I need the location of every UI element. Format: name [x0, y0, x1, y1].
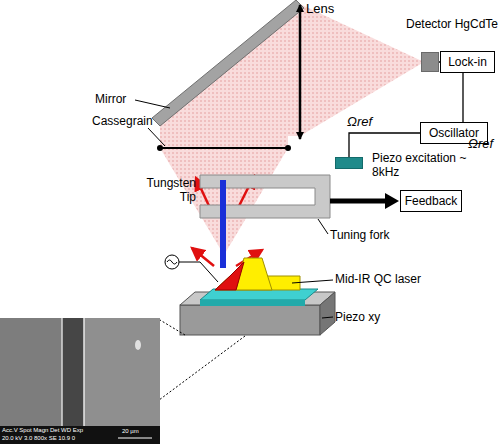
lens [299, 5, 302, 139]
part-label: Tungsten Tip [140, 176, 196, 204]
tuning-fork [200, 175, 330, 218]
sem-image [0, 318, 160, 444]
signal-wire [462, 73, 463, 122]
sem-particle [135, 340, 141, 350]
sem-edge [61, 318, 63, 426]
sem-edge [83, 318, 85, 426]
node-text: Lock-in [448, 55, 487, 69]
sem-databar [0, 426, 160, 444]
substrate [200, 289, 318, 300]
leader-line [148, 128, 165, 146]
node-text: Feedback [405, 194, 458, 208]
signal-wire [439, 61, 440, 62]
node-text: Detector HgCdTe [406, 17, 500, 31]
signal-label: Ωref [347, 114, 372, 129]
feedback-arrow-head [385, 193, 399, 209]
emission-arrow [192, 248, 214, 266]
detector: Detector HgCdTe [421, 52, 439, 72]
laser-ridge [236, 258, 272, 290]
instrument-box: Feedback [400, 190, 462, 212]
cassegrain [160, 147, 288, 149]
leader-line [135, 100, 170, 108]
laser-facet [215, 262, 244, 290]
substrate [200, 300, 305, 306]
ir-beam [300, 4, 424, 136]
leader-line [292, 280, 333, 283]
part-label: Lens [306, 2, 334, 16]
ac-source [165, 255, 179, 269]
part-label: Mid-IR QC laser [335, 272, 421, 286]
wire [179, 262, 218, 282]
part-label: Cassegrain [92, 114, 153, 128]
signal-wire [349, 133, 420, 157]
node-text: Piezo excitation ~ 8kHz [372, 151, 472, 179]
tungsten-tip [220, 180, 226, 268]
leader-line [322, 317, 333, 318]
part-label: Tuning fork [330, 228, 390, 242]
ac-source [167, 260, 177, 264]
piezo-stage [180, 305, 320, 335]
feedback-arrow [330, 199, 386, 204]
mirror [152, 0, 304, 126]
zoom-line [160, 320, 185, 335]
cassegrain-end [285, 145, 291, 151]
sem-image [84, 318, 160, 426]
instrument-box: Lock-in [440, 51, 495, 73]
part-label: 20 µm [122, 428, 139, 435]
part-label: Mirror [95, 92, 126, 106]
piezo-actuator: Piezo excitation ~ 8kHz [335, 157, 363, 169]
scale-bar [118, 438, 152, 439]
piezo-stage [320, 292, 335, 335]
signal-label: Ωref [468, 136, 493, 151]
cassegrain-end [157, 145, 163, 151]
leader-line [318, 219, 328, 234]
part-label: Piezo xy [335, 310, 380, 324]
part-label: Acc.V Spot Magn Det WD Exp [2, 427, 83, 434]
part-label: 20.0 kV 3.0 800x SE 10.9 0 [2, 435, 75, 442]
sem-ridge [62, 318, 84, 426]
